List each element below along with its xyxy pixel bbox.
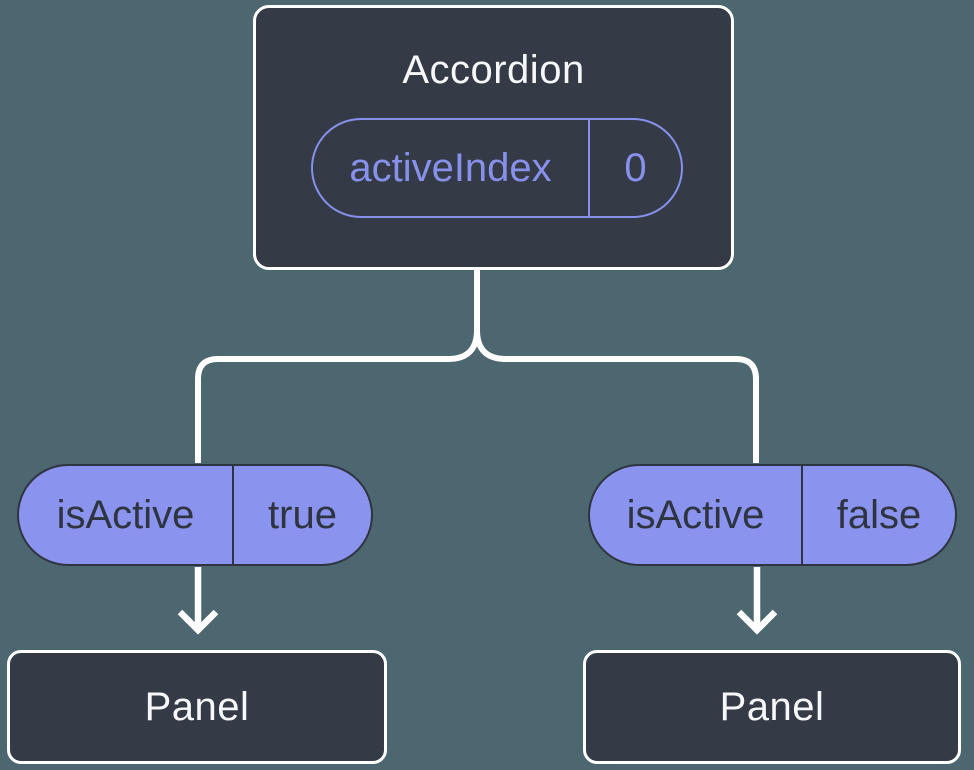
panel-node-left: Panel: [7, 650, 387, 764]
prop-pill-value: true: [268, 492, 337, 537]
accordion-node: Accordion activeIndex 0: [253, 5, 734, 270]
node-title: Panel: [719, 684, 825, 729]
prop-pill-is-active-true: isActive true: [17, 464, 373, 566]
prop-pill-name: isActive: [19, 466, 234, 564]
node-title: Accordion: [402, 48, 585, 92]
prop-pill-value: false: [836, 492, 922, 537]
state-pill-value: 0: [624, 145, 647, 190]
prop-pill-is-active-false: isActive false: [588, 464, 957, 566]
connector-left-branch: [195, 269, 480, 463]
arrow-down-icon: [736, 567, 778, 635]
state-pill: activeIndex 0: [311, 118, 683, 218]
arrow-down-icon: [177, 567, 219, 635]
connector-right-branch: [474, 269, 759, 463]
state-pill-name: activeIndex: [313, 120, 590, 216]
prop-pill-name: isActive: [590, 466, 803, 564]
node-title: Panel: [144, 684, 250, 729]
panel-node-right: Panel: [583, 650, 961, 764]
